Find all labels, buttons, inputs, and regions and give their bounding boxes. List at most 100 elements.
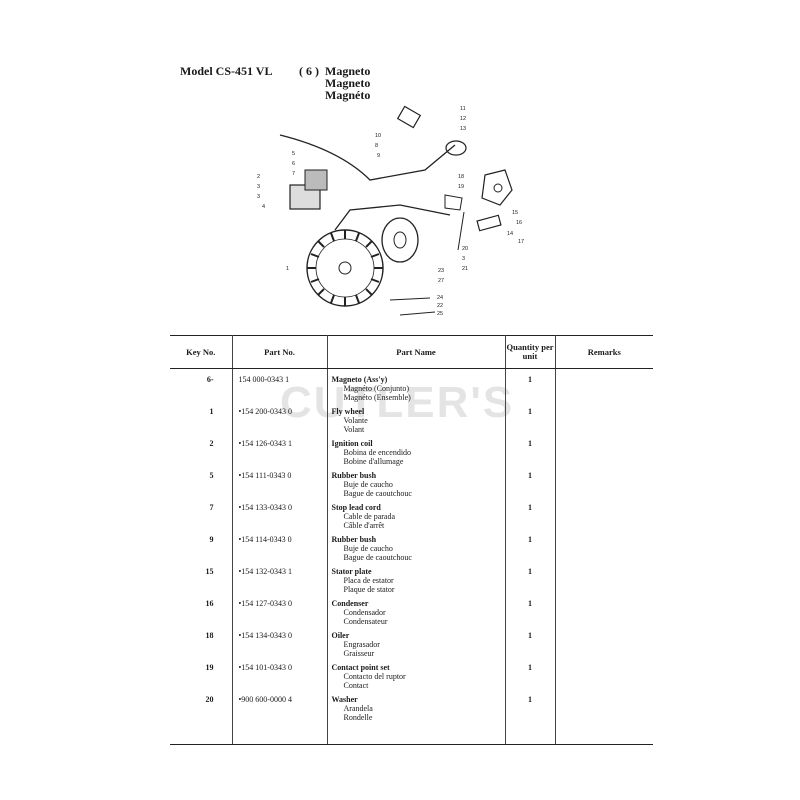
svg-text:15: 15 <box>512 210 518 216</box>
svg-text:10: 10 <box>375 133 381 139</box>
quantity: 1 <box>505 530 556 562</box>
svg-text:25: 25 <box>437 311 443 317</box>
part-name-french: Volant <box>343 425 365 434</box>
svg-text:20: 20 <box>462 246 468 252</box>
svg-text:27: 27 <box>438 278 444 284</box>
remarks <box>555 498 653 530</box>
part-no: •154 133-0343 0 <box>232 498 328 530</box>
part-name: Magneto (Ass'y) <box>331 375 388 384</box>
quantity: 1 <box>505 498 556 530</box>
svg-text:5: 5 <box>292 151 295 157</box>
diagram-callouts: 1 2 3 4 3 5 6 7 8 9 10 11 12 13 18 19 15… <box>257 106 524 317</box>
svg-text:3: 3 <box>257 194 260 200</box>
svg-text:13: 13 <box>460 126 466 132</box>
part-name-french: Bobine d'allumage <box>343 457 404 466</box>
part-name-spanish: Magnéto (Conjunto) <box>343 384 410 393</box>
magneto-exploded-diagram: 1 2 3 4 3 5 6 7 8 9 10 11 12 13 18 19 15… <box>257 105 524 317</box>
part-name-french: Plaque de stator <box>343 585 395 594</box>
model-title: Model CS-451 VL <box>180 64 273 78</box>
part-name: Contact point set <box>331 663 390 672</box>
header-remarks: Remarks <box>555 335 653 369</box>
key-no: 9 <box>170 530 233 562</box>
part-no: •154 111-0343 0 <box>232 466 328 498</box>
quantity: 1 <box>505 466 556 498</box>
svg-text:8: 8 <box>375 143 378 149</box>
quantity: 1 <box>505 594 556 626</box>
part-name: Washer <box>331 695 358 704</box>
remarks <box>555 369 653 403</box>
svg-text:7: 7 <box>292 171 295 177</box>
part-name-french: Contact <box>343 681 369 690</box>
title-spanish: Magneto <box>325 76 371 90</box>
part-name-french: Bague de caoutchouc <box>343 489 412 498</box>
key-no: 16 <box>170 594 233 626</box>
part-name-french: Condensateur <box>343 617 388 626</box>
svg-text:3: 3 <box>462 256 465 262</box>
key-no: 6- <box>170 368 233 402</box>
flywheel-drawing <box>306 229 384 307</box>
header-part-no: Part No. <box>232 335 328 369</box>
key-no: 1 <box>170 402 233 434</box>
key-no: 15 <box>170 562 233 594</box>
svg-text:18: 18 <box>458 174 464 180</box>
part-no: •154 127-0343 0 <box>232 594 328 626</box>
part-name: Rubber bush <box>331 535 377 544</box>
quantity: 1 <box>505 562 556 594</box>
part-name-french: Graisseur <box>343 649 375 658</box>
part-name: Oiler <box>331 631 350 640</box>
ignition-coil-drawing <box>289 169 328 210</box>
key-no: 2 <box>170 434 233 466</box>
part-name: Condenser <box>331 599 369 608</box>
part-no: •154 101-0343 0 <box>232 658 328 690</box>
quantity: 1 <box>505 626 556 658</box>
part-no: •154 134-0343 0 <box>232 626 328 658</box>
part-name-cell: Magneto (Ass'y)Magnéto (Conjunto)Magnéto… <box>327 368 506 402</box>
svg-text:6: 6 <box>292 161 295 167</box>
svg-text:23: 23 <box>438 268 444 274</box>
remarks <box>555 626 653 658</box>
part-name-spanish: Engrasador <box>343 640 380 649</box>
part-no: •154 200-0343 0 <box>232 402 328 434</box>
svg-text:17: 17 <box>518 239 524 245</box>
svg-text:22: 22 <box>437 303 443 309</box>
svg-text:24: 24 <box>437 295 443 301</box>
part-no: •154 114-0343 0 <box>232 530 328 562</box>
header-part-name: Part Name <box>327 335 506 369</box>
svg-text:16: 16 <box>516 220 522 226</box>
quantity: 1 <box>505 658 556 690</box>
part-name-spanish: Volante <box>343 416 368 425</box>
part-name: Rubber bush <box>331 471 377 480</box>
remarks <box>555 466 653 498</box>
header-quantity: Quantity per unit <box>505 335 556 369</box>
remarks <box>555 594 653 626</box>
part-name-french: Câble d'arrêt <box>343 521 385 530</box>
parts-table: Key No. Part No. Part Name Quantity per … <box>170 335 653 745</box>
part-name-spanish: Placa de estator <box>343 576 394 585</box>
part-name-french: Rondelle <box>343 713 373 722</box>
stop-lead-cord <box>279 134 456 181</box>
svg-text:11: 11 <box>460 106 466 112</box>
svg-text:4: 4 <box>262 204 265 210</box>
key-no: 19 <box>170 658 233 690</box>
svg-text:14: 14 <box>507 231 513 237</box>
condenser-drawing <box>476 214 502 232</box>
part-name-spanish: Condensador <box>343 608 386 617</box>
part-no: •900 600-0000 4 <box>232 690 328 745</box>
